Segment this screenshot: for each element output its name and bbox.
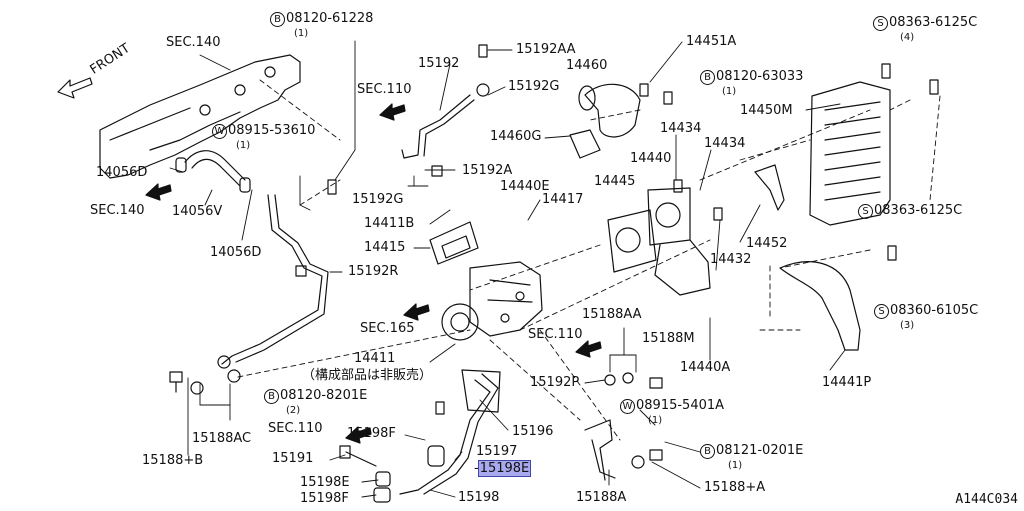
parts-not-sold-note: （構成部品は非販売） [302,368,433,383]
part-label[interactable]: 15192G [508,79,560,94]
callout-qty: (1) [294,28,309,39]
section-arrows [145,103,602,444]
flange-14440 [647,187,711,296]
hose-14056v [175,150,251,193]
water-pipe-14460 [569,83,641,159]
outlet-pipe-15197 [399,369,501,495]
part-label[interactable]: 15197 [476,444,518,459]
leader-lines [169,40,846,498]
section-label: SEC.110 [528,327,583,342]
part-label[interactable]: 15188M [642,331,695,346]
part-label[interactable]: 14460 [566,58,608,73]
part-label[interactable]: 14460G [490,129,542,144]
section-label: SEC.110 [268,421,323,436]
callout-qty: (1) [236,140,251,151]
part-label[interactable]: 14056D [210,245,262,260]
part-label[interactable]: 15196 [512,424,554,439]
turbocharger-14411 [441,261,543,341]
part-label[interactable]: 14445 [594,174,636,189]
part-label[interactable]: 15198F [347,426,396,441]
callout-qty: (1) [728,460,743,471]
bracket-14452 [754,164,785,211]
part-label[interactable]: 14411 [354,351,396,366]
callout-qty: (4) [900,32,915,43]
part-label[interactable]: 14434 [660,121,702,136]
dashed-reference-lines [237,79,941,441]
hose-clamps-15198 [339,445,445,503]
front-arrow-icon [57,77,93,99]
section-label: SEC.140 [90,203,145,218]
sec110-arrow-c-icon [345,426,372,444]
part-label[interactable]: 15198 [458,490,500,505]
part-label[interactable]: 14452 [746,236,788,251]
section-label: SEC.140 [166,35,221,50]
section-label: SEC.165 [360,321,415,336]
part-label[interactable]: 15192G [352,192,404,207]
part-label[interactable]: 14432 [710,252,752,267]
part-label[interactable]: 14411B [364,216,415,231]
part-label[interactable]: 14450M [740,103,793,118]
exhaust-manifold [99,54,301,179]
gasket-14415 [429,221,479,265]
bolts-misc [327,63,939,415]
part-label[interactable]: 14417 [542,192,584,207]
gasket-14445 [607,209,657,273]
sec110-arrow-icon [379,103,406,121]
water-pipe-15188a [584,372,663,481]
part-label-highlighted[interactable]: -15198E [474,460,532,477]
part-label[interactable]: 14440E [500,179,550,194]
callout-qty: (3) [900,320,915,331]
part-label[interactable]: 14451A [686,34,737,49]
part-label[interactable]: 14440 [630,151,672,166]
part-label[interactable]: 15192R [348,264,399,279]
heat-insulator-14450m [809,81,891,226]
bolt-15188ac [169,369,241,395]
callout-qty: (1) [722,86,737,97]
heat-shield-14441p [779,261,861,351]
diagram-id: A144C034 [955,492,1018,507]
part-label[interactable]: 15192A [462,163,513,178]
oil-feed-tube-15192 [401,44,490,159]
part-label[interactable]: 15188AA [582,307,642,322]
part-label[interactable]: 14415 [364,240,406,255]
part-label[interactable]: 15188+A [704,480,766,495]
part-label[interactable]: 15188AC [192,431,252,446]
part-label[interactable]: 15188A [576,490,627,505]
part-label[interactable]: 15192P [530,375,580,390]
part-label[interactable]: 14441P [822,375,872,390]
part-label[interactable]: 15198E [300,475,350,490]
part-label[interactable]: 14056V [172,204,223,219]
sec165-arrow-icon [403,303,430,321]
section-label: SEC.110 [357,82,412,97]
sec140-arrow-icon [145,183,172,201]
part-label[interactable]: 14434 [704,136,746,151]
part-label[interactable]: 14440A [680,360,731,375]
part-label[interactable]: 14056D [96,165,148,180]
part-label[interactable]: 15188+B [142,453,204,468]
part-label[interactable]: 15191 [272,451,314,466]
callout-qty: (1) [648,415,663,426]
part-label[interactable]: 15198F [300,491,349,506]
part-label[interactable]: 15192 [418,56,460,71]
sec110-arrow-b-icon [575,340,602,358]
part-label[interactable]: 15192AA [516,42,576,57]
oil-tube-15192r [217,194,329,369]
callout-qty: (2) [286,405,301,416]
